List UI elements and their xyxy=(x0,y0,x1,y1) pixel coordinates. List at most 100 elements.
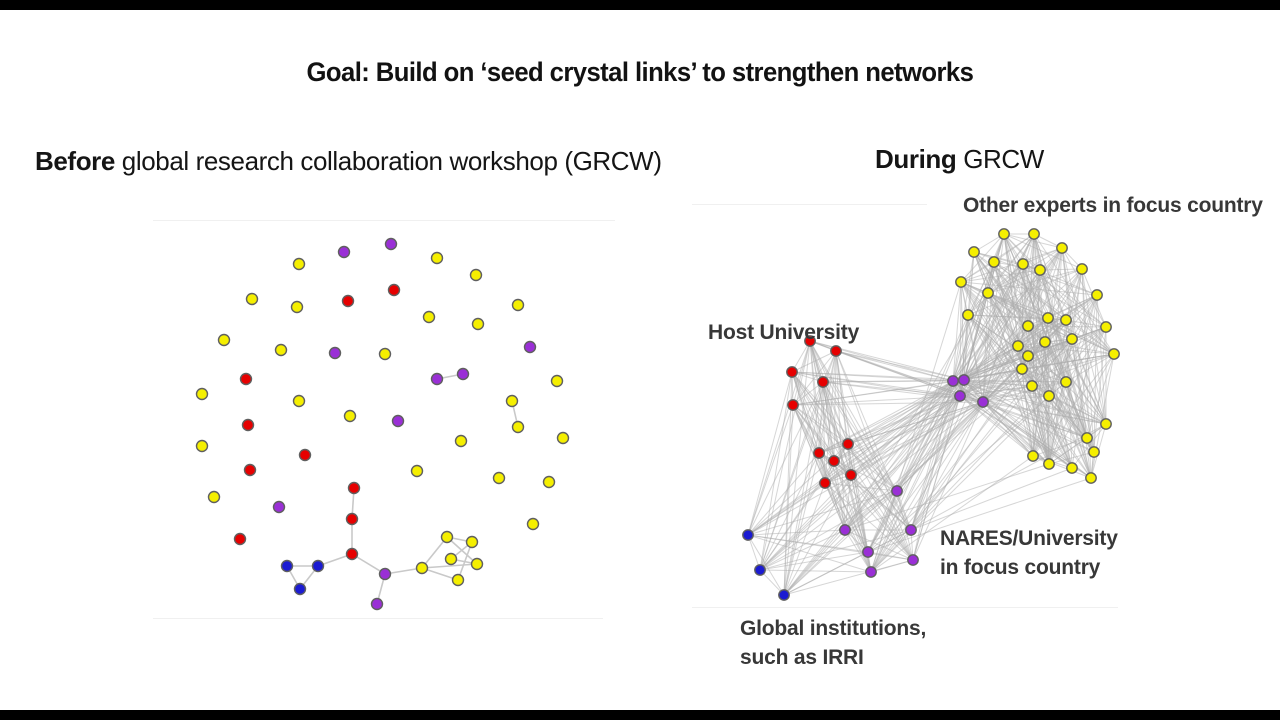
network-edge xyxy=(963,379,1092,479)
network-edge xyxy=(1061,247,1107,425)
network-edge xyxy=(952,292,989,382)
network-edge xyxy=(833,380,954,462)
network-edge xyxy=(867,477,1092,553)
network-node xyxy=(842,438,854,450)
network-node xyxy=(786,366,798,378)
network-edge xyxy=(1027,294,1098,327)
network-edge xyxy=(1065,319,1107,328)
network-node xyxy=(891,485,903,497)
network-node xyxy=(828,455,840,467)
network-edge xyxy=(982,401,1107,425)
network-node xyxy=(272,500,286,514)
network-edge xyxy=(1048,338,1073,397)
network-edge xyxy=(963,379,1073,469)
network-node xyxy=(470,557,484,571)
network-node xyxy=(1066,333,1078,345)
network-node xyxy=(1088,446,1100,458)
network-edge xyxy=(867,401,984,553)
network-node xyxy=(839,524,851,536)
network-node xyxy=(845,469,857,481)
during-figure-top-edge xyxy=(692,204,927,205)
during-figure-bottom-edge xyxy=(692,607,1118,608)
network-edge xyxy=(835,350,914,561)
network-edge xyxy=(1021,338,1073,370)
network-node xyxy=(958,374,970,386)
network-edge xyxy=(847,443,898,492)
network-edge xyxy=(1032,437,1088,457)
network-edge xyxy=(747,452,820,536)
network-edge xyxy=(844,401,984,531)
network-edge xyxy=(833,350,837,462)
network-edge xyxy=(959,353,1115,397)
network-node xyxy=(1022,320,1034,332)
network-edge xyxy=(747,534,872,573)
network-node xyxy=(988,256,1000,268)
network-edge xyxy=(747,381,824,536)
network-node xyxy=(469,268,483,282)
network-edge xyxy=(783,404,794,596)
network-edge xyxy=(747,404,794,536)
network-edge xyxy=(1086,353,1115,439)
network-node xyxy=(456,367,470,381)
network-edge xyxy=(844,463,1050,531)
network-edge xyxy=(952,233,1035,382)
network-node xyxy=(378,347,392,361)
network-edge xyxy=(759,340,811,571)
network-edge xyxy=(783,490,898,596)
network-node xyxy=(343,409,357,423)
network-node xyxy=(345,512,359,526)
network-edge xyxy=(1032,353,1115,457)
network-node xyxy=(778,589,790,601)
network-node xyxy=(195,439,209,453)
network-node xyxy=(1108,348,1120,360)
network-node xyxy=(370,597,384,611)
before-figure-bottom-edge xyxy=(153,618,603,619)
network-edge xyxy=(867,381,1067,553)
bottom-letterbox-bar xyxy=(0,710,1280,720)
network-edge xyxy=(1071,338,1107,425)
network-node xyxy=(243,463,257,477)
network-edge xyxy=(747,340,811,536)
network-edge xyxy=(963,263,1024,381)
network-node xyxy=(391,414,405,428)
network-edge xyxy=(844,379,965,531)
network-node xyxy=(440,530,454,544)
network-edge xyxy=(747,395,961,536)
network-edge xyxy=(1021,368,1067,383)
network-edge xyxy=(1048,395,1107,425)
network-edge xyxy=(1044,341,1073,469)
network-edge xyxy=(952,380,1034,457)
network-edge xyxy=(870,247,1063,573)
network-edge xyxy=(1032,341,1046,457)
network-node xyxy=(422,310,436,324)
network-edge xyxy=(783,381,824,596)
network-edge xyxy=(850,395,961,476)
network-edge xyxy=(870,395,961,573)
network-edge xyxy=(963,379,1107,425)
network-node xyxy=(947,375,959,387)
network-edge xyxy=(963,379,1050,397)
network-node xyxy=(454,434,468,448)
network-node xyxy=(1060,314,1072,326)
network-edge xyxy=(850,474,914,561)
network-node xyxy=(511,298,525,312)
network-edge xyxy=(791,371,965,381)
network-node xyxy=(207,490,221,504)
network-edge xyxy=(759,529,846,571)
label-host-university: Host University xyxy=(708,321,860,344)
network-edge xyxy=(818,380,954,454)
network-edge xyxy=(783,395,961,596)
network-edge xyxy=(870,401,984,573)
network-node xyxy=(542,475,556,489)
network-node xyxy=(195,387,209,401)
network-node xyxy=(1028,228,1040,240)
network-node xyxy=(813,447,825,459)
network-edge xyxy=(960,261,995,283)
network-node xyxy=(1100,418,1112,430)
network-node xyxy=(1026,380,1038,392)
network-edge xyxy=(351,553,386,575)
network-edge xyxy=(982,268,1083,403)
network-edge xyxy=(963,325,1029,381)
heading-before-grcw: Before global research collaboration wor… xyxy=(35,146,662,176)
